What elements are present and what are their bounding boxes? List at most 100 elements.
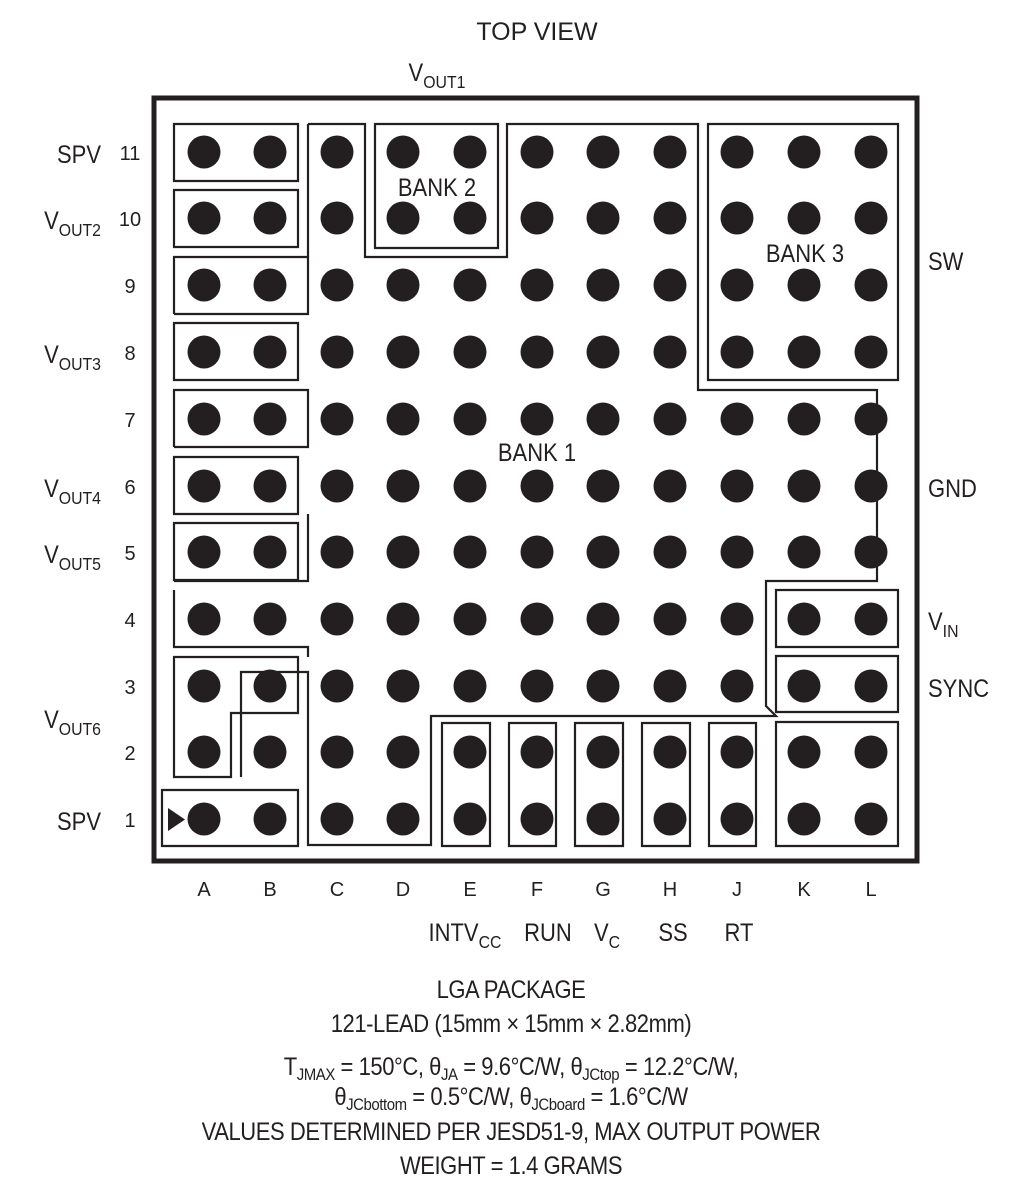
pad-E10 (453, 201, 487, 235)
pad-F4 (520, 602, 554, 636)
pad-L3 (854, 669, 888, 703)
pad-K2 (787, 735, 821, 769)
column-letter: B (263, 879, 276, 901)
pad-C9 (320, 268, 354, 302)
pad-A9 (187, 268, 221, 302)
pad-G5 (586, 535, 620, 569)
theta-jctop-subscript: JCtop (582, 1065, 620, 1084)
pad-G8 (586, 335, 620, 369)
pad-L7 (854, 402, 888, 436)
pad-C8 (320, 335, 354, 369)
pad-E8 (453, 335, 487, 369)
pad-J4 (720, 602, 754, 636)
pad-H1 (653, 802, 687, 836)
pad-D11 (386, 135, 420, 169)
pad-A8 (187, 335, 221, 369)
pin-label-left: VOUT5 (44, 541, 101, 575)
pin-label-left: VOUT4 (44, 475, 101, 509)
pad-E11 (453, 135, 487, 169)
pad-D10 (386, 201, 420, 235)
region-vin (774, 588, 900, 649)
pad-E9 (453, 268, 487, 302)
pad-F2 (520, 735, 554, 769)
pad-G3 (586, 669, 620, 703)
row-number: 8 (124, 343, 135, 365)
column-letter: J (732, 879, 742, 901)
pin-label-right: SW (928, 248, 964, 276)
pad-C3 (320, 669, 354, 703)
pad-C7 (320, 402, 354, 436)
region-vc (573, 721, 625, 848)
pad-A1 (187, 802, 221, 836)
pad-H9 (653, 268, 687, 302)
column-letter: L (865, 879, 876, 901)
pad-L11 (854, 135, 888, 169)
pad-H10 (653, 201, 687, 235)
pad-J3 (720, 669, 754, 703)
region-bank1-edge (172, 590, 310, 657)
row-number: 6 (124, 477, 135, 499)
pad-L8 (854, 335, 888, 369)
pad-F3 (520, 669, 554, 703)
pad-B1 (253, 802, 287, 836)
pad-H7 (653, 402, 687, 436)
region-spv-bottom (160, 788, 300, 848)
pad-L10 (854, 201, 888, 235)
pad-K4 (787, 602, 821, 636)
region-bank3 (706, 122, 900, 382)
column-letter: E (463, 879, 476, 901)
pad-A7 (187, 402, 221, 436)
column-letter: F (531, 879, 543, 901)
pad-regions (160, 122, 900, 848)
pad-G6 (586, 469, 620, 503)
values-note: VALUES DETERMINED PER JESD51-9, MAX OUTP… (61, 1120, 960, 1145)
row-number: 11 (120, 143, 141, 165)
pad-J7 (720, 402, 754, 436)
pad-E5 (453, 535, 487, 569)
region-gnd-corner (774, 720, 900, 848)
pad-L9 (854, 268, 888, 302)
theta-ja-value: = 9.6°C/W, (457, 1053, 571, 1081)
pad-F5 (520, 535, 554, 569)
package-name: LGA PACKAGE (61, 978, 960, 1003)
row-number: 9 (124, 276, 135, 298)
view-title: TOP VIEW (476, 18, 598, 46)
pad-K11 (787, 135, 821, 169)
pad-G7 (586, 402, 620, 436)
theta-jcboard-subscript: JCboard (531, 1095, 585, 1114)
pad-G4 (586, 602, 620, 636)
pad-E3 (453, 669, 487, 703)
pad-F7 (520, 402, 554, 436)
weight-note: WEIGHT = 1.4 GRAMS (61, 1154, 960, 1179)
theta-jcbottom-subscript: JCbottom (346, 1095, 407, 1114)
pad-J9 (720, 268, 754, 302)
package-label: LGA PACKAGE (436, 976, 586, 1004)
pad-C1 (320, 802, 354, 836)
pad-G11 (586, 135, 620, 169)
pad-F8 (520, 335, 554, 369)
pad-D4 (386, 602, 420, 636)
pad-F1 (520, 802, 554, 836)
pad-D7 (386, 402, 420, 436)
region-vout6 (172, 655, 300, 779)
pad-D8 (386, 335, 420, 369)
thermal-line-1: TJMAX = 150°C, θJA = 9.6°C/W, θJCtop = 1… (61, 1053, 960, 1084)
jesd-note: VALUES DETERMINED PER JESD51-9, MAX OUTP… (201, 1118, 821, 1146)
bank-label: BANK 2 (398, 174, 476, 202)
pad-H5 (653, 535, 687, 569)
bank-label: BANK 1 (498, 439, 576, 467)
pad-F11 (520, 135, 554, 169)
pad-F6 (520, 469, 554, 503)
bank-label: BANK 3 (766, 240, 844, 268)
pad-J6 (720, 469, 754, 503)
region-run (507, 721, 558, 848)
pad-D9 (386, 268, 420, 302)
pad-G10 (586, 201, 620, 235)
pad-K8 (787, 335, 821, 369)
pin-label-bottom: SS (658, 919, 687, 947)
pad-K5 (787, 535, 821, 569)
theta-jctop-value: = 12.2°C/W, (619, 1053, 739, 1081)
pad-K10 (787, 201, 821, 235)
pad-J2 (720, 735, 754, 769)
pad-B7 (253, 402, 287, 436)
